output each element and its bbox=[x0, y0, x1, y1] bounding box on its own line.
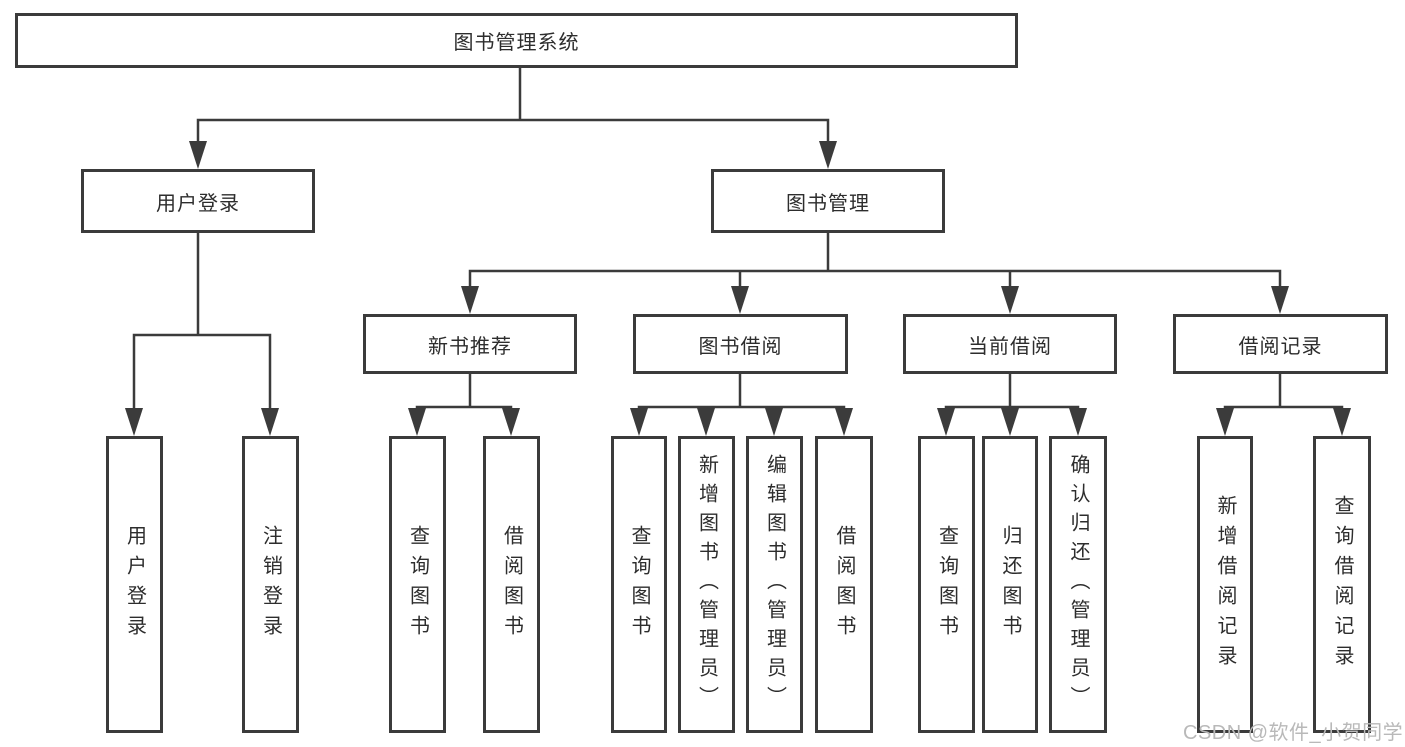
connector-borrow-branch bbox=[637, 405, 846, 410]
leaf-borrow-books: 借阅图书 bbox=[815, 436, 873, 733]
arrowhead bbox=[1271, 286, 1289, 314]
arrowhead bbox=[1216, 408, 1234, 436]
arrowhead bbox=[731, 286, 749, 314]
connector-bookmgmt-branch bbox=[468, 269, 1282, 288]
arrowhead bbox=[1333, 408, 1351, 436]
arrowhead bbox=[630, 408, 648, 436]
node-book-management: 图书管理 bbox=[711, 169, 945, 233]
arrowhead bbox=[765, 408, 783, 436]
leaf-label: 借阅图书 bbox=[500, 524, 523, 645]
arrowhead bbox=[125, 408, 143, 436]
node-label: 图书借阅 bbox=[698, 335, 783, 358]
arrowhead bbox=[937, 408, 955, 436]
arrowhead bbox=[1001, 286, 1019, 314]
node-borrowing-records: 借阅记录 bbox=[1173, 314, 1388, 374]
node-label: 当前借阅 bbox=[968, 335, 1052, 358]
arrowhead bbox=[261, 408, 279, 436]
arrowhead bbox=[189, 141, 207, 169]
arrowheads bbox=[125, 141, 1351, 436]
connector-records-branch bbox=[1223, 405, 1344, 410]
leaf-confirm-return-admin: 确认归还（管理员） bbox=[1049, 436, 1107, 733]
leaf-label: 用户登录 bbox=[123, 524, 146, 645]
node-user-login: 用户登录 bbox=[81, 169, 315, 233]
leaf-logout: 注销登录 bbox=[242, 436, 299, 733]
node-label: 借阅记录 bbox=[1238, 335, 1323, 358]
connector-level1-branch bbox=[196, 118, 830, 142]
leaf-label: 归还图书 bbox=[999, 524, 1021, 645]
leaf-return-books: 归还图书 bbox=[982, 436, 1038, 733]
leaf-query-books-current: 查询图书 bbox=[918, 436, 975, 733]
leaf-user-login: 用户登录 bbox=[106, 436, 163, 733]
node-label: 新书推荐 bbox=[428, 335, 512, 358]
arrowhead bbox=[461, 286, 479, 314]
arrowhead bbox=[408, 408, 426, 436]
node-label: 用户登录 bbox=[156, 192, 240, 215]
leaf-label: 查询借阅记录 bbox=[1331, 494, 1353, 675]
node-current-borrowing: 当前借阅 bbox=[903, 314, 1117, 374]
leaf-query-borrow-record: 查询借阅记录 bbox=[1313, 436, 1371, 733]
node-label: 图书管理系统 bbox=[453, 32, 580, 54]
arrowhead bbox=[835, 408, 853, 436]
leaf-borrow-books-recommend: 借阅图书 bbox=[483, 436, 540, 733]
leaf-label: 借阅图书 bbox=[833, 524, 855, 645]
connector-userlogin-branch bbox=[132, 333, 272, 410]
arrowhead bbox=[697, 408, 715, 436]
node-root-library-system: 图书管理系统 bbox=[15, 13, 1018, 68]
leaf-label: 查询图书 bbox=[935, 524, 958, 645]
leaf-edit-books-admin: 编辑图书（管理员） bbox=[746, 436, 803, 733]
arrowhead bbox=[1069, 408, 1087, 436]
leaf-add-borrow-record: 新增借阅记录 bbox=[1197, 436, 1253, 733]
leaf-label: 查询图书 bbox=[628, 524, 650, 645]
leaf-query-books-borrow: 查询图书 bbox=[611, 436, 667, 733]
leaf-label: 编辑图书（管理员） bbox=[763, 454, 786, 715]
leaf-label: 新增图书（管理员） bbox=[695, 454, 718, 715]
csdn-watermark: CSDN @软件_小贺同学 bbox=[1183, 722, 1404, 744]
leaf-label: 确认归还（管理员） bbox=[1067, 454, 1089, 715]
node-new-book-recommend: 新书推荐 bbox=[363, 314, 577, 374]
leaf-add-books-admin: 新增图书（管理员） bbox=[678, 436, 735, 733]
node-book-borrowing: 图书借阅 bbox=[633, 314, 848, 374]
leaf-label: 查询图书 bbox=[406, 524, 429, 645]
leaf-label: 注销登录 bbox=[259, 524, 282, 645]
arrowhead bbox=[502, 408, 520, 436]
node-label: 图书管理 bbox=[786, 192, 870, 215]
leaf-label: 新增借阅记录 bbox=[1214, 494, 1236, 675]
leaf-query-books-recommend: 查询图书 bbox=[389, 436, 446, 733]
arrowhead bbox=[1001, 408, 1019, 436]
connector-newbook-branch bbox=[415, 405, 513, 410]
arrowhead bbox=[819, 141, 837, 169]
